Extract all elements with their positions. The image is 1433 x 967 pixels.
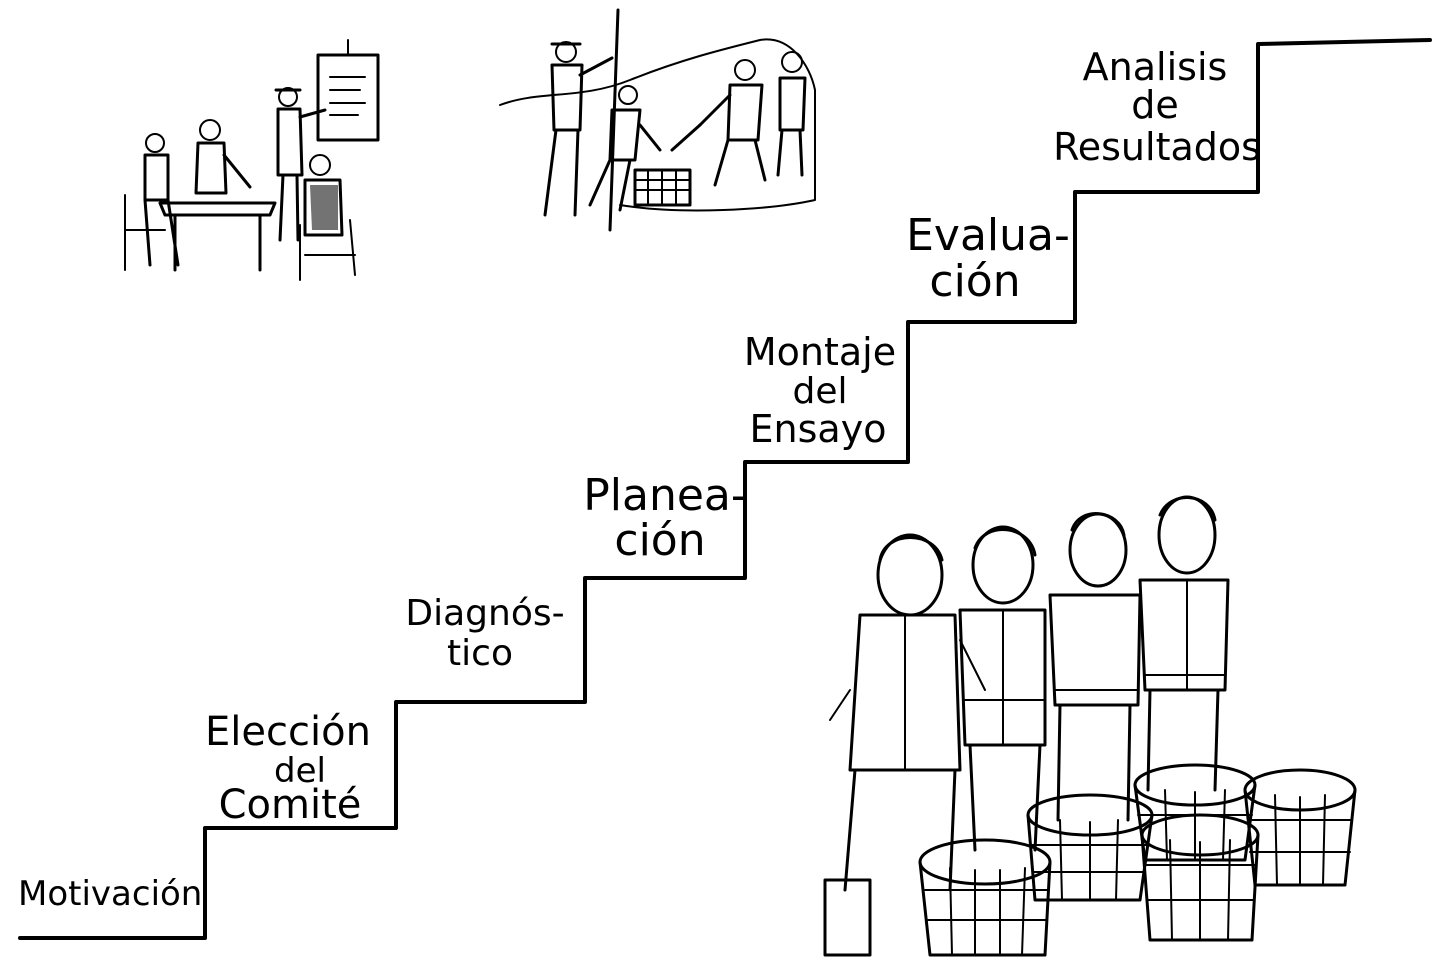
- farmer-figure: [958, 525, 1047, 852]
- step-label: Ensayo: [750, 407, 887, 451]
- step-label: Diagnós-: [405, 593, 564, 634]
- step-diagnostico: Diagnós- tico: [405, 593, 564, 674]
- step-label: del: [274, 751, 326, 791]
- farmer-figure: [1048, 512, 1142, 822]
- step-analisis-resultados: Analisis de Resultados: [1053, 45, 1261, 169]
- step-evaluacion: Evalua- ción: [906, 210, 1070, 307]
- step-label: Resultados: [1053, 125, 1261, 169]
- step-eleccion-comite: Elección del Comité: [205, 709, 371, 828]
- step-planeacion: Planea- ción: [583, 470, 747, 566]
- step-label: Evalua-: [906, 210, 1070, 261]
- step-label: ción: [929, 256, 1020, 307]
- staircase-line: [18, 38, 1432, 940]
- farmer-figure: [823, 533, 986, 957]
- step-label: Motivación: [18, 874, 202, 914]
- step-label: Analisis: [1083, 45, 1228, 89]
- step-label: Planea-: [583, 470, 747, 521]
- basket: [1026, 793, 1154, 902]
- basket: [1140, 813, 1260, 942]
- step-motivacion: Motivación: [18, 874, 202, 914]
- meeting-scene-illustration: [124, 39, 380, 281]
- step-label: ción: [614, 515, 705, 566]
- step-label: Montaje: [744, 330, 896, 374]
- step-label: del: [792, 371, 847, 412]
- farmers-with-baskets-illustration: [823, 495, 1357, 957]
- step-label: Elección: [205, 709, 371, 755]
- farmer-figure: [1138, 495, 1230, 792]
- step-label: Comité: [219, 782, 362, 828]
- basket: [918, 838, 1052, 957]
- step-montaje-ensayo: Montaje del Ensayo: [744, 330, 896, 451]
- basket: [1243, 768, 1357, 887]
- step-label: de: [1131, 83, 1179, 127]
- step-label: tico: [447, 633, 513, 674]
- fieldwork-scene-illustration: [499, 8, 816, 232]
